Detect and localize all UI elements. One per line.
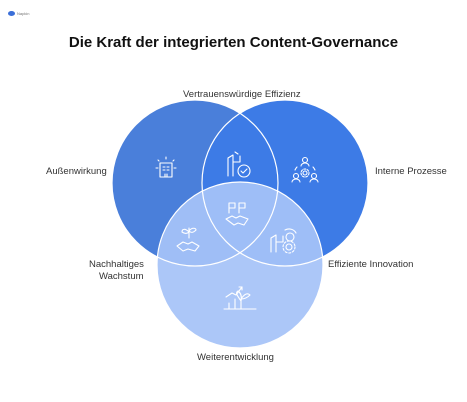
handshake-flag-icon xyxy=(225,202,249,226)
label-mid-left-line2: Wachstum xyxy=(99,271,144,282)
logo: Napkin xyxy=(8,11,29,16)
label-top: Vertrauenswürdige Effizienz xyxy=(183,89,301,100)
growth-chart-icon xyxy=(223,286,257,310)
factory-gear-icon xyxy=(270,228,297,254)
logo-mark xyxy=(8,11,15,16)
label-left: Außenwirkung xyxy=(46,166,107,177)
label-bottom: Weiterentwicklung xyxy=(197,352,274,363)
circle-left-outline xyxy=(111,99,279,267)
circle-right-outline xyxy=(201,99,369,267)
building-icon xyxy=(155,156,177,178)
circle-bottom xyxy=(157,182,323,348)
label-mid-right: Effiziente Innovation xyxy=(328,259,414,270)
circle-bottom-outline xyxy=(156,181,324,349)
label-right: Interne Prozesse xyxy=(375,166,447,177)
page-title: Die Kraft der integrierten Content-Gover… xyxy=(68,34,399,51)
label-mid-left-line1: Nachhaltiges xyxy=(89,259,144,270)
factory-check-icon xyxy=(227,151,251,178)
network-gear-icon xyxy=(291,156,319,183)
logo-text: Napkin xyxy=(17,11,30,16)
plant-handshake-icon xyxy=(176,227,200,252)
